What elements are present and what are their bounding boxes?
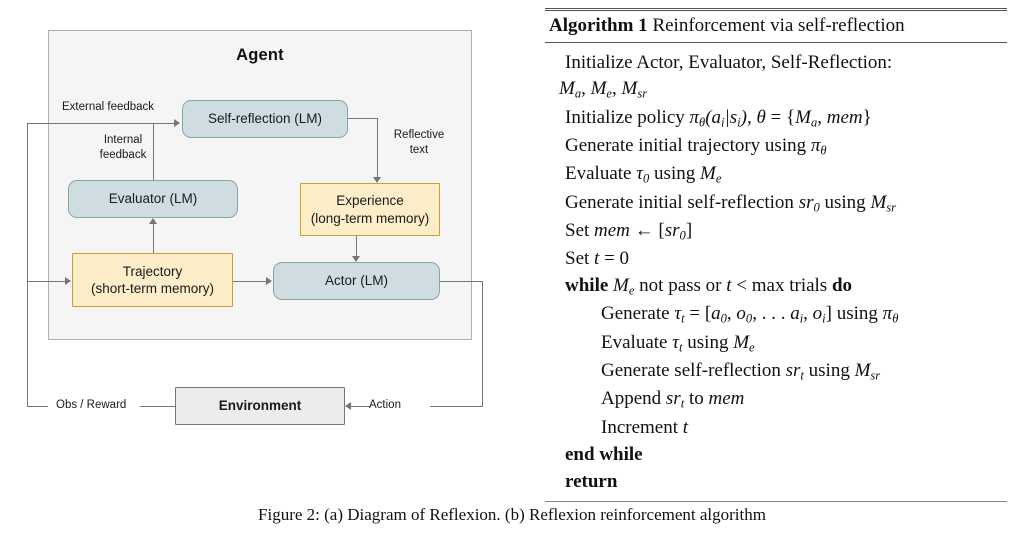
algorithm-rule-bottom (545, 500, 1007, 502)
algorithm-line-set-t: Set t = 0 (565, 248, 630, 270)
algorithm-line-eval-tau0: Evaluate τ0 using Me (565, 163, 722, 186)
algorithm-line-init-policy: Initialize policy πθ(ai|si), θ = {Ma, me… (565, 106, 872, 130)
edge-obs-reward-to-environment-line2 (140, 406, 175, 407)
node-self-reflection-label: Self-reflection (LM) (207, 111, 323, 127)
node-trajectory-text: Trajectory (short-term memory) (91, 263, 214, 298)
node-experience-sublabel: (long-term memory) (310, 210, 430, 226)
algorithm-rule-top-inner (545, 10, 1007, 11)
algorithm-line-eval-tau-t: Evaluate τt using Me (601, 331, 755, 355)
algorithm-header: Algorithm 1 Reinforcement via self-refle… (545, 11, 1007, 41)
algorithm-line-append-sr: Append srt to mem (601, 388, 745, 411)
edge-obs-reward-rail (27, 123, 28, 407)
edge-external-feedback-arrowhead (174, 119, 180, 127)
label-external-feedback: External feedback (62, 101, 155, 113)
algorithm-rule-middle (545, 42, 1007, 43)
node-environment[interactable]: Environment (175, 387, 345, 425)
algorithm-line-while: while Me not pass or t < max trials do (565, 275, 853, 298)
algorithm-number: Algorithm 1 (549, 15, 648, 36)
algorithm-rule-top (545, 8, 1007, 9)
edge-trajectory-to-evaluator-arrowhead (149, 218, 157, 224)
node-experience-text: Experience (long-term memory) (311, 192, 430, 227)
node-evaluator-label: Evaluator (LM) (108, 191, 198, 207)
node-evaluator[interactable]: Evaluator (LM) (68, 180, 238, 218)
node-self-reflection[interactable]: Self-reflection (LM) (182, 100, 348, 138)
algorithm-title: Reinforcement via self-reflection (652, 15, 905, 36)
algorithm-line-init-models-cont: Ma, Me, Msr (559, 78, 648, 101)
edge-reflective-text-hline (348, 118, 378, 119)
label-internal-feedback: Internal feedback (99, 134, 147, 161)
algorithm-lines: Initialize Actor, Evaluator, Self-Reflec… (545, 43, 1007, 501)
edge-action-from-actor-line (440, 281, 483, 282)
node-actor-label: Actor (LM) (324, 273, 388, 289)
edge-reflective-text-vline (377, 118, 378, 177)
label-obs-reward: Obs / Reward (56, 399, 127, 411)
algorithm-line-gen-init-sr: Generate initial self-reflection sr0 usi… (565, 191, 897, 215)
label-action: Action (369, 399, 401, 411)
agent-title: Agent (236, 46, 284, 64)
edge-action-to-environment-line (430, 406, 483, 407)
node-trajectory-sublabel: (short-term memory) (90, 281, 214, 296)
label-reflective-text: Reflective text (393, 129, 445, 156)
algorithm-block: Algorithm 1 Reinforcement via self-refle… (545, 8, 1007, 502)
algorithm-line-gen-sr-t: Generate self-reflection srt using Msr (601, 360, 881, 383)
edge-trajectory-to-actor-arrowhead (266, 277, 272, 285)
node-trajectory-label: Trajectory (122, 263, 183, 279)
node-actor[interactable]: Actor (LM) (273, 262, 440, 300)
edge-experience-to-actor-arrowhead (352, 256, 360, 262)
node-trajectory[interactable]: Trajectory (short-term memory) (72, 253, 233, 307)
algorithm-line-gen-tau-t: Generate τt = [a0, o0, . . . ai, oi] usi… (601, 303, 899, 326)
edge-trajectory-to-evaluator-line (153, 224, 154, 253)
edge-action-to-environment-line2 (348, 406, 370, 407)
edge-trajectory-to-actor-line (233, 281, 267, 282)
algorithm-line-increment: Increment t (601, 416, 689, 438)
algorithm-line-init-models: Initialize Actor, Evaluator, Self-Reflec… (565, 51, 893, 73)
reflexion-diagram: Agent Self-reflection (LM) Evaluator (LM… (0, 0, 512, 500)
edge-external-feedback-line (27, 123, 176, 124)
node-environment-label: Environment (218, 398, 302, 414)
algorithm-line-set-mem: Set mem ← [sr0] (565, 219, 693, 243)
edge-obs-reward-to-environment-line (27, 406, 48, 407)
edge-reflective-text-arrowhead (373, 177, 381, 183)
algorithm-line-return: return (565, 470, 618, 492)
algorithm-line-end-while: end while (565, 443, 643, 465)
edge-internal-feedback-vline (153, 123, 154, 180)
edge-obs-reward-to-trajectory-arrowhead (65, 277, 71, 285)
node-experience-label: Experience (336, 193, 404, 209)
edge-action-arrowhead (345, 402, 351, 410)
edge-experience-to-actor-line (356, 236, 357, 256)
algorithm-line-gen-init-traj: Generate initial trajectory using πθ (565, 135, 827, 158)
edge-obs-reward-to-trajectory-line (27, 281, 66, 282)
figure-caption: Figure 2: (a) Diagram of Reflexion. (b) … (258, 505, 766, 524)
node-experience[interactable]: Experience (long-term memory) (300, 183, 440, 236)
edge-action-vline (482, 281, 483, 407)
